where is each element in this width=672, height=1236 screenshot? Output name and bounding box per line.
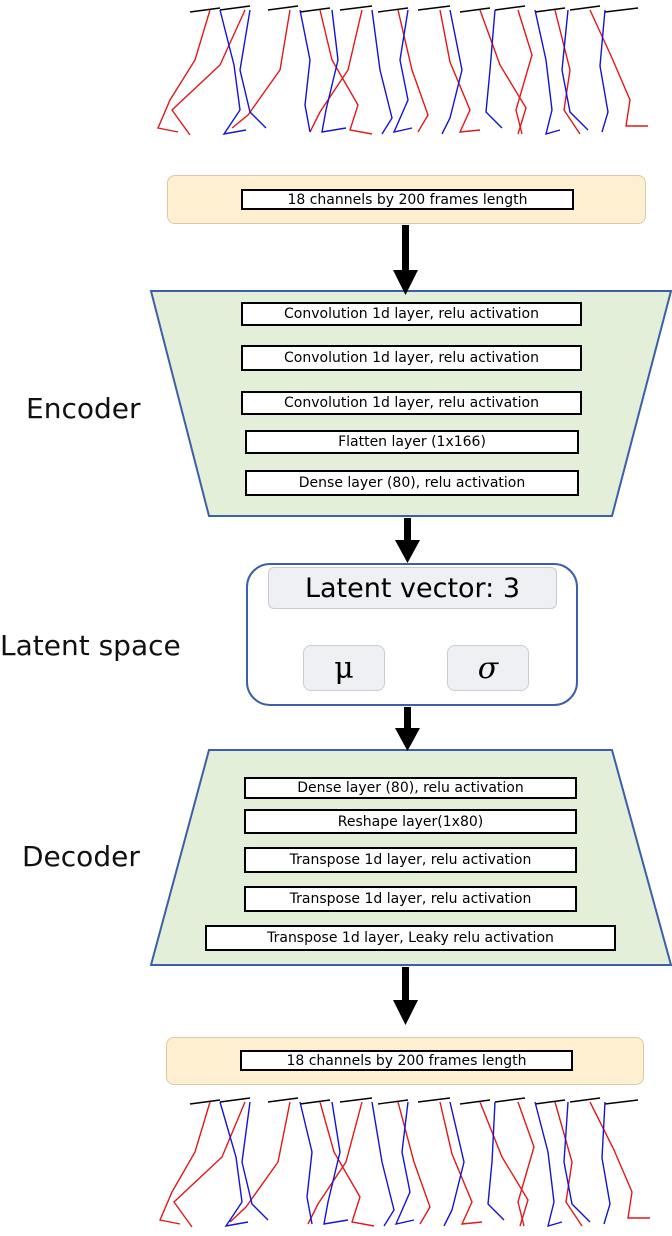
latent-space-label: Latent space xyxy=(0,629,181,662)
encoder-layer-dense: Dense layer (80), relu activation xyxy=(245,470,579,496)
decoder-layer-transpose-1: Transpose 1d layer, relu activation xyxy=(244,847,577,873)
arrow-decoder-output xyxy=(393,967,418,1025)
encoder-layer-flatten: Flatten layer (1x166) xyxy=(245,430,579,454)
mu-param: μ xyxy=(303,645,385,691)
encoder-layer-2: Convolution 1d layer, relu activation xyxy=(241,345,582,371)
input-shape-box: 18 channels by 200 frames length xyxy=(241,189,574,210)
sigma-param: σ xyxy=(447,645,529,691)
arrow-input-encoder xyxy=(393,225,418,295)
decoder-layer-transpose-3: Transpose 1d layer, Leaky relu activatio… xyxy=(205,925,616,951)
decoder-layer-reshape: Reshape layer(1x80) xyxy=(244,809,577,834)
latent-vector-title: Latent vector: 3 xyxy=(268,567,557,609)
decoder-layer-transpose-2: Transpose 1d layer, relu activation xyxy=(244,886,577,912)
decoder-label: Decoder xyxy=(22,840,140,873)
encoder-layer-3: Convolution 1d layer, relu activation xyxy=(241,391,582,415)
gait-skeleton-output-figure xyxy=(159,1097,650,1228)
decoder-layer-dense: Dense layer (80), relu activation xyxy=(244,777,577,799)
encoder-label: Encoder xyxy=(26,392,141,425)
arrow-encoder-latent xyxy=(395,518,420,563)
encoder-layer-1: Convolution 1d layer, relu activation xyxy=(241,302,582,326)
gait-skeleton-input-figure xyxy=(157,5,648,136)
output-shape-box: 18 channels by 200 frames length xyxy=(240,1050,573,1071)
arrow-latent-decoder xyxy=(395,707,420,751)
